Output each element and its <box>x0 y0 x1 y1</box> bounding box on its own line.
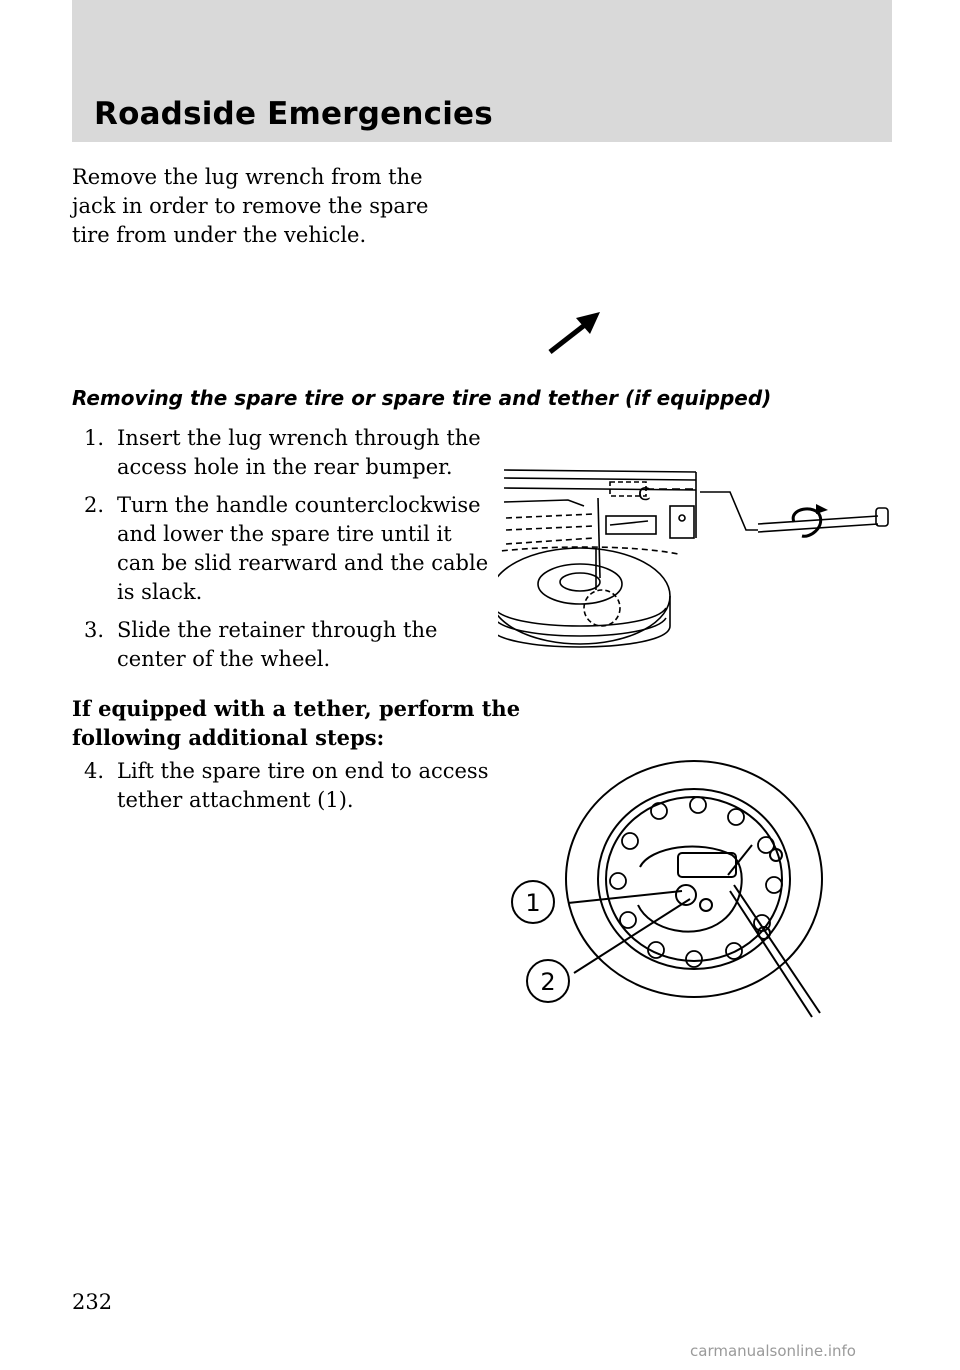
list-item: 3. Slide the retainer through the center… <box>72 616 492 674</box>
svg-text:C: C <box>638 484 651 505</box>
step-number: 3. <box>84 618 105 642</box>
header-band <box>72 0 892 142</box>
arrow-icon <box>548 312 600 354</box>
section-subheading: Removing the spare tire or spare tire an… <box>72 386 772 410</box>
tether-note: If equipped with a tether, perform the f… <box>72 696 521 750</box>
tether-attachment-illustration: 1 2 <box>511 760 823 1018</box>
intro-paragraph: Remove the lug wrench from the jack in o… <box>72 165 429 247</box>
step-text: Turn the handle counterclockwise and low… <box>117 493 489 604</box>
step-number: 4. <box>84 759 105 783</box>
callout-label: 1 <box>525 889 540 917</box>
callout-label: 2 <box>540 968 555 996</box>
list-item: 2. Turn the handle counterclockwise and … <box>72 491 492 607</box>
watermark: carmanualsonline.info <box>690 1342 856 1360</box>
page-number: 232 <box>72 1290 113 1314</box>
steps-list: 1. Insert the lug wrench through the acc… <box>72 424 492 683</box>
step-text: Insert the lug wrench through the access… <box>117 426 481 479</box>
step-text: Lift the spare tire on end to access tet… <box>117 759 489 812</box>
list-item: 1. Insert the lug wrench through the acc… <box>72 424 492 482</box>
list-item: 4. Lift the spare tire on end to access … <box>72 757 492 815</box>
spare-tire-lowering-illustration: C <box>498 469 889 648</box>
step-number: 1. <box>84 426 105 450</box>
step-text: Slide the retainer through the center of… <box>117 618 438 671</box>
section-title: Roadside Emergencies <box>94 96 493 132</box>
tether-steps-list: 4. Lift the spare tire on end to access … <box>72 757 492 824</box>
step-number: 2. <box>84 493 105 517</box>
